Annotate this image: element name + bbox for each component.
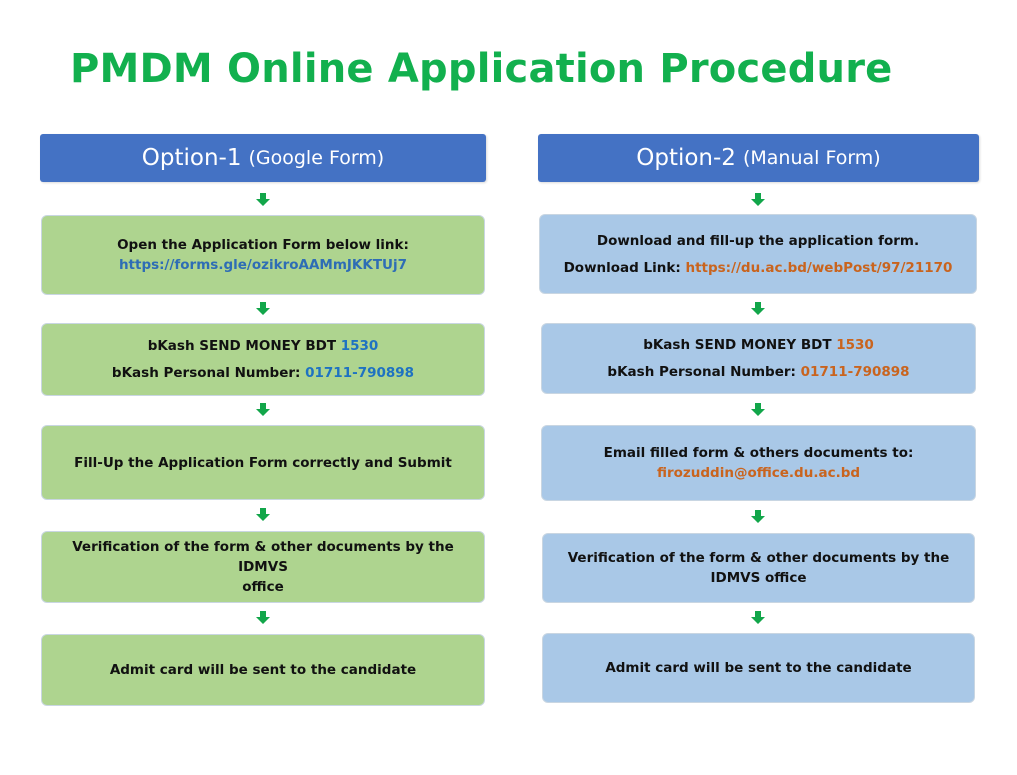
download-link[interactable]: https://du.ac.bd/webPost/97/21170	[685, 259, 953, 276]
page-title: PMDM Online Application Procedure	[70, 46, 893, 92]
option1-bkash-number-line: bKash Personal Number: 01711-790898	[112, 363, 414, 383]
option2-header: Option-2 (Manual Form)	[538, 134, 979, 182]
option2-bkash-amount-line: bKash SEND MONEY BDT 1530	[643, 335, 874, 355]
option1-step4-line1: Verification of the form & other documen…	[72, 539, 454, 575]
bkash-number-value: 01711-790898	[305, 365, 415, 381]
bkash-number-label: bKash Personal Number:	[607, 364, 796, 380]
option1-step3-box: Fill-Up the Application Form correctly a…	[41, 425, 485, 500]
option1-step4-box: Verification of the form & other documen…	[41, 531, 485, 603]
option2-header-sub: (Manual Form)	[742, 147, 881, 169]
bkash-send-money-label: bKash SEND MONEY BDT	[147, 338, 337, 354]
option2-bkash-number-line: bKash Personal Number: 01711-790898	[607, 362, 909, 382]
option1-step4-line2: office	[242, 579, 284, 595]
download-link-label: Download Link:	[563, 259, 681, 276]
down-arrow-icon	[256, 403, 270, 416]
option1-header: Option-1 (Google Form)	[40, 134, 486, 182]
option2-step2-box: bKash SEND MONEY BDT 1530 bKash Personal…	[541, 323, 976, 394]
bkash-number-value: 01711-790898	[800, 364, 910, 380]
option2-step5-box: Admit card will be sent to the candidate	[542, 633, 975, 703]
down-arrow-icon	[751, 403, 765, 416]
down-arrow-icon	[751, 302, 765, 315]
option1-step2-box: bKash SEND MONEY BDT 1530 bKash Personal…	[41, 323, 485, 396]
option1-header-main: Option-1	[141, 145, 242, 171]
down-arrow-icon	[256, 193, 270, 206]
option2-step3-text: Email filled form & others documents to:	[603, 445, 914, 461]
option1-step3-text: Fill-Up the Application Form correctly a…	[74, 454, 452, 471]
option2-step1-box: Download and fill-up the application for…	[539, 214, 977, 294]
bkash-number-label: bKash Personal Number:	[111, 365, 301, 381]
down-arrow-icon	[256, 302, 270, 315]
down-arrow-icon	[256, 611, 270, 624]
option2-step3-box: Email filled form & others documents to:…	[541, 425, 976, 501]
bkash-send-money-label: bKash SEND MONEY BDT	[643, 337, 832, 353]
bkash-amount-value: 1530	[340, 338, 379, 354]
down-arrow-icon	[751, 611, 765, 624]
option2-step4-line1: Verification of the form & other documen…	[567, 550, 950, 566]
option1-header-sub: (Google Form)	[248, 147, 385, 169]
option1-step5-box: Admit card will be sent to the candidate	[41, 634, 485, 706]
option1-bkash-amount-line: bKash SEND MONEY BDT 1530	[148, 336, 379, 356]
google-form-link[interactable]: https://forms.gle/ozikroAAMmJKKTUj7	[118, 257, 408, 273]
option1-step1-box: Open the Application Form below link: ht…	[41, 215, 485, 295]
option2-step5-text: Admit card will be sent to the candidate	[605, 660, 912, 676]
option2-step4-box: Verification of the form & other documen…	[542, 533, 975, 603]
option2-step4-line2: IDMVS office	[710, 570, 807, 586]
down-arrow-icon	[256, 508, 270, 521]
contact-email[interactable]: firozuddin@office.du.ac.bd	[656, 465, 861, 481]
down-arrow-icon	[751, 510, 765, 523]
option2-download-line: Download Link: https://du.ac.bd/webPost/…	[564, 258, 953, 278]
option1-step5-text: Admit card will be sent to the candidate	[109, 662, 417, 678]
down-arrow-icon	[751, 193, 765, 206]
bkash-amount-value: 1530	[836, 337, 874, 353]
option2-step1-text: Download and fill-up the application for…	[596, 232, 920, 249]
option1-step1-text: Open the Application Form below link:	[117, 237, 409, 253]
option2-header-main: Option-2	[636, 145, 736, 171]
